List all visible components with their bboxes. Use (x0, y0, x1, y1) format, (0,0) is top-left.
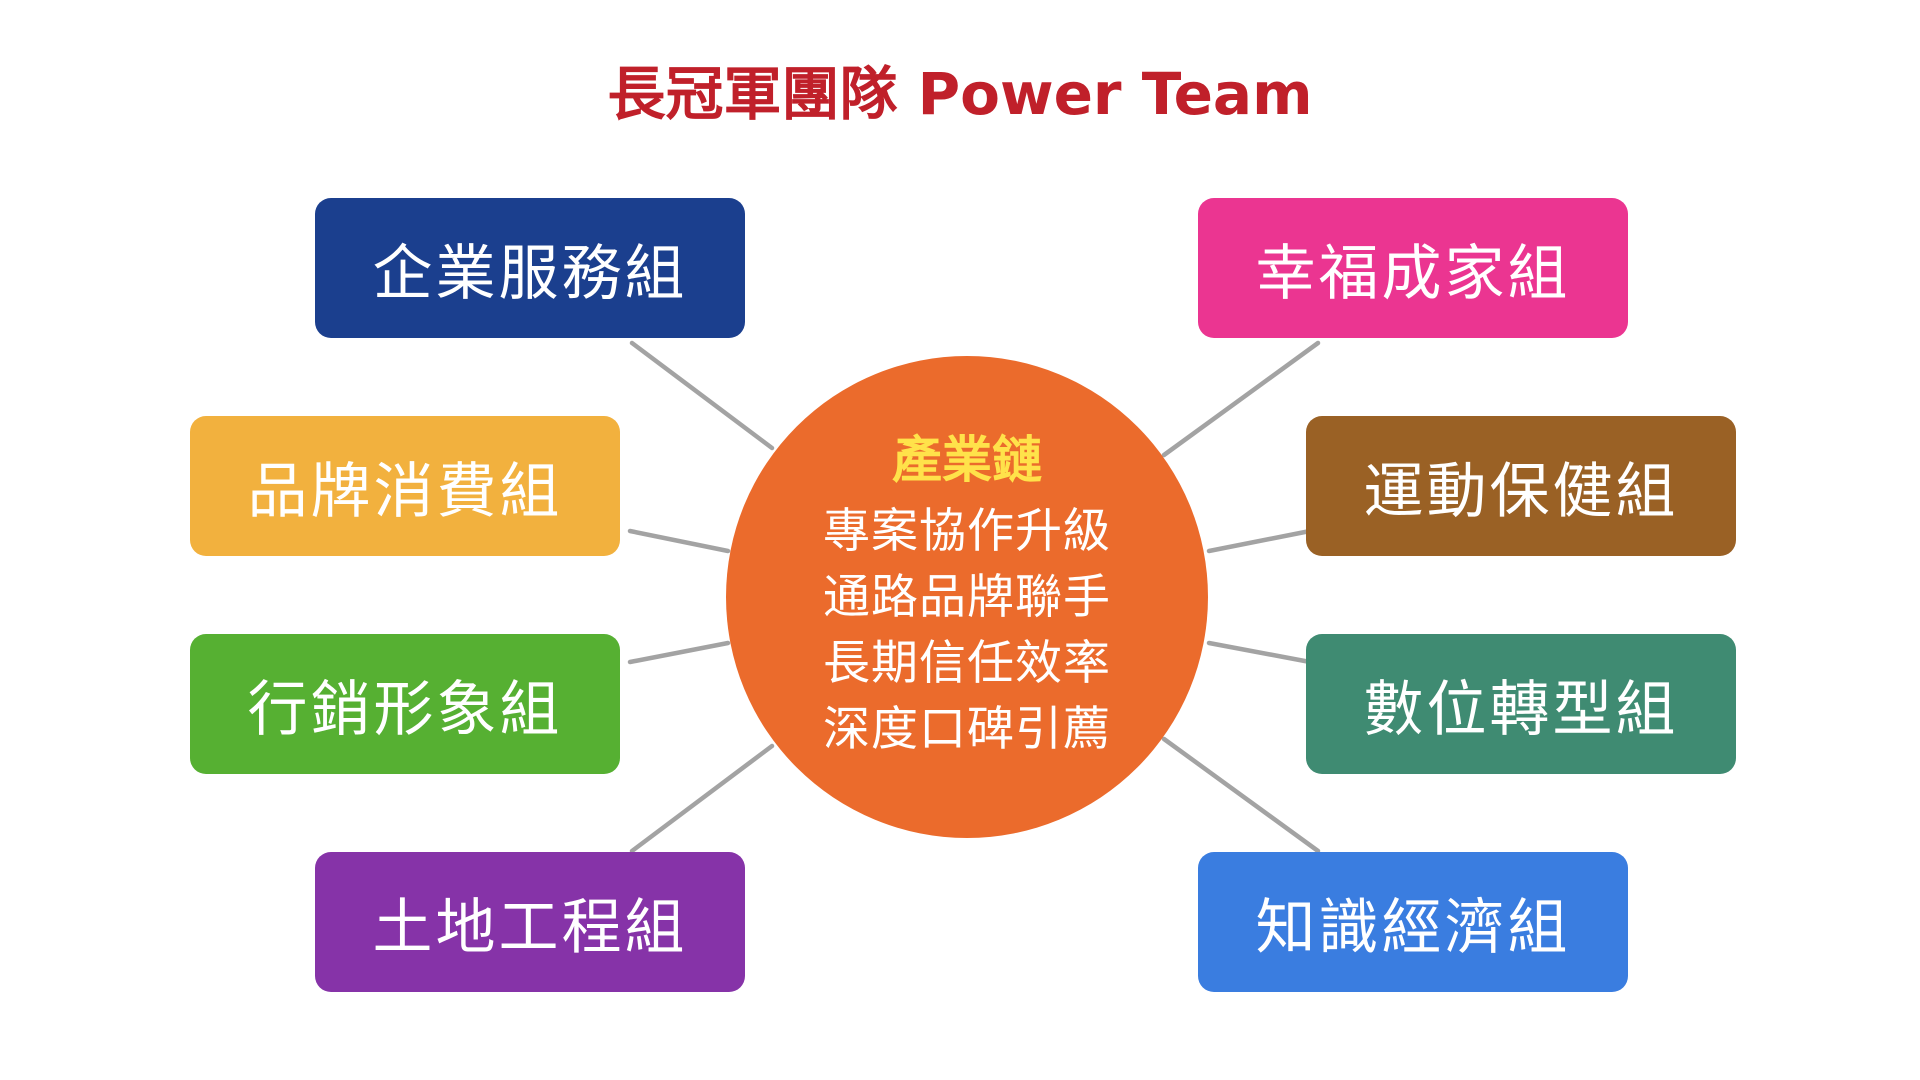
hub-title: 產業鏈 (892, 431, 1042, 489)
connector-line-7 (1206, 640, 1313, 665)
hub-line-4: 深度口碑引薦 (823, 702, 1111, 757)
group-box-knowledge-economy[interactable]: 知識經濟組 (1198, 852, 1628, 992)
connector-line-5 (1161, 340, 1321, 458)
group-box-sports-health[interactable]: 運動保健組 (1306, 416, 1736, 556)
group-box-brand-consumer[interactable]: 品牌消費組 (190, 416, 620, 556)
page-title: 長冠軍團隊 Power Team (607, 60, 1313, 128)
group-box-land-engineering[interactable]: 土地工程組 (315, 852, 745, 992)
hub-line-2: 通路品牌聯手 (823, 570, 1111, 625)
group-box-digital-transformation[interactable]: 數位轉型組 (1306, 634, 1736, 774)
industry-chain-hub: 產業鏈 專案協作升級 通路品牌聯手 長期信任效率 深度口碑引薦 (726, 356, 1208, 838)
group-box-marketing-image[interactable]: 行銷形象組 (190, 634, 620, 774)
connector-line-8 (1161, 736, 1321, 854)
group-box-enterprise-services[interactable]: 企業服務組 (315, 198, 745, 338)
hub-line-3: 長期信任效率 (823, 636, 1111, 691)
group-box-happy-home[interactable]: 幸福成家組 (1198, 198, 1628, 338)
connector-line-2 (627, 528, 731, 554)
connector-line-6 (1206, 528, 1313, 554)
connector-line-3 (627, 640, 731, 665)
connector-line-1 (629, 340, 775, 451)
connector-line-4 (629, 743, 775, 854)
hub-line-1: 專案協作升級 (823, 504, 1111, 559)
